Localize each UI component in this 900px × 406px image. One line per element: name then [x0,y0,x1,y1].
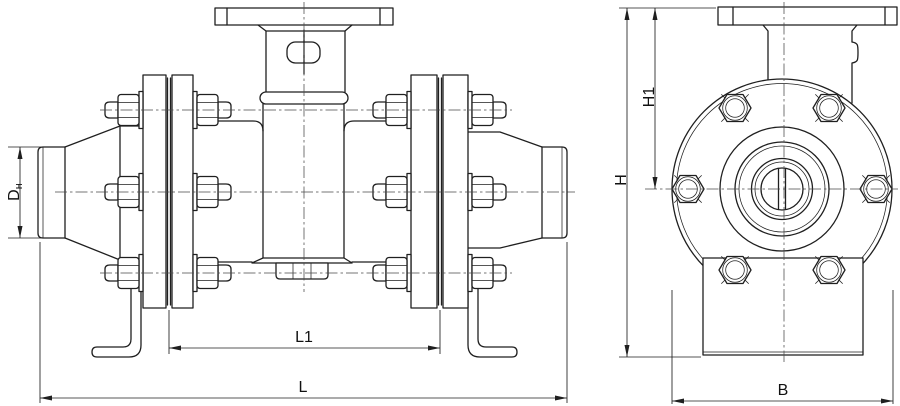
stem-neck [265,29,346,93]
dimension-h: H [613,7,716,358]
neck-side [762,24,859,104]
dimension-b: B [671,290,894,404]
side-view: H H1 B [613,2,898,404]
flange-joint-left [142,74,194,309]
valve-body [251,103,353,264]
bottom-cap [251,257,353,264]
drain-plug [275,262,329,280]
h1-label: H1 [641,87,658,108]
l-label: L [299,379,308,396]
h-label: H [613,174,630,186]
bore [760,167,804,211]
centerlines-side [645,2,898,362]
l1-label: L1 [295,329,313,346]
dimension-l1: L1 [168,310,441,354]
dimension-h1: H1 [641,8,658,189]
dimension-l: L [39,242,568,403]
outlet-reducer [467,131,568,249]
dimension-dn: Dн [6,146,48,239]
gasket [166,77,172,306]
centerlines-front [55,2,575,292]
gasket [437,77,443,306]
top-mounting-flange-side [717,6,898,26]
front-view: Dн L1 L [6,2,575,403]
dn-label: Dн [6,183,25,201]
b-label: B [778,382,789,399]
